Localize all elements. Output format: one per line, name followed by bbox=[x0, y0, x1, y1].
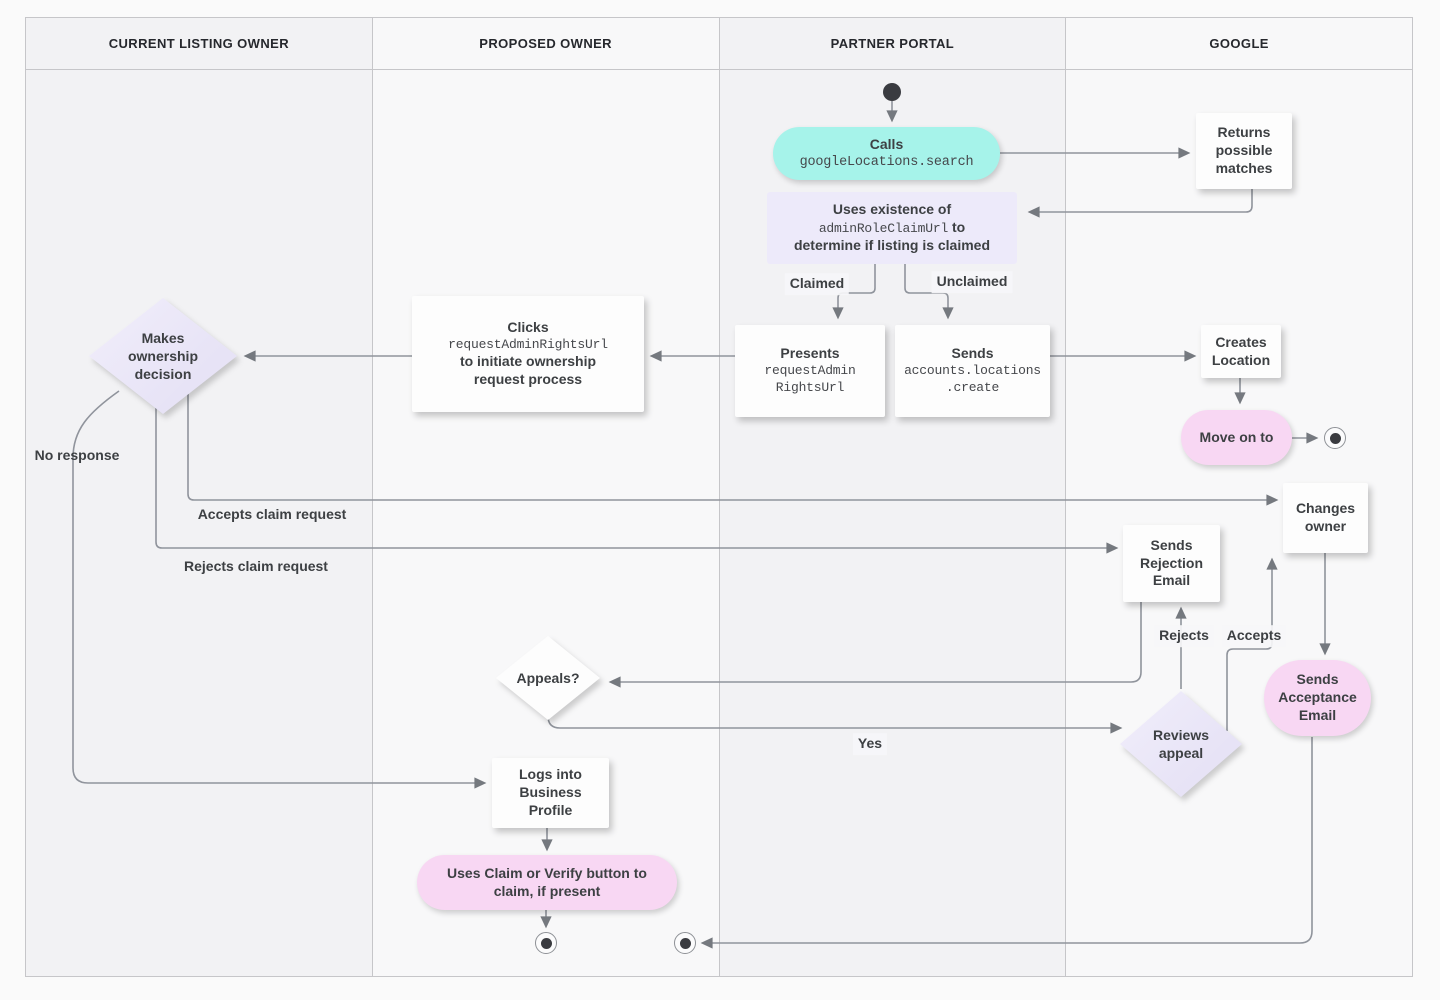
node-uses-existence-adminroleclaimurl: Uses existence of adminRoleClaimUrl to d… bbox=[767, 192, 1017, 264]
lane-header: PROPOSED OWNER bbox=[372, 18, 719, 70]
node-code: requestAdminRightsUrl bbox=[448, 336, 608, 352]
node-sends-rejection-email: Sends Rejection Email bbox=[1123, 525, 1220, 602]
node-text: Logs into Business Profile bbox=[519, 766, 582, 818]
node-title: Calls bbox=[869, 135, 904, 152]
node-code: adminRoleClaimUrl bbox=[818, 220, 949, 236]
node-text-pre: Uses existence of bbox=[832, 200, 952, 217]
decision-makes-ownership-decision: Makes ownership decision bbox=[89, 298, 237, 414]
edge-label-accepts: Accepts bbox=[1221, 625, 1287, 647]
node-title: Presents bbox=[780, 345, 840, 362]
node-code-line: RightsUrl bbox=[775, 379, 845, 395]
node-changes-owner: Changes owner bbox=[1283, 483, 1368, 553]
end-node-proposed-owner bbox=[535, 932, 557, 954]
lane-header: GOOGLE bbox=[1066, 18, 1412, 70]
node-text: Uses Claim or Verify button to claim, if… bbox=[447, 864, 647, 899]
decision-reviews-appeal: Reviews appeal bbox=[1120, 691, 1242, 797]
edge-label-no-response: No response bbox=[34, 447, 120, 464]
node-sends-acceptance-email: Sends Acceptance Email bbox=[1264, 660, 1371, 736]
node-creates-location: Creates Location bbox=[1201, 325, 1281, 378]
node-uses-claim-or-verify-button: Uses Claim or Verify button to claim, if… bbox=[417, 855, 677, 910]
edge-label-rejects: Rejects bbox=[1154, 625, 1214, 647]
node-title: Sends bbox=[951, 345, 994, 362]
edge-label-accepts-claim-request: Accepts claim request bbox=[197, 506, 347, 523]
node-code: googleLocations.search bbox=[799, 154, 974, 170]
node-title: Clicks bbox=[507, 318, 549, 335]
edge-label-unclaimed: Unclaimed bbox=[931, 271, 1013, 293]
node-code-line: .create bbox=[945, 379, 1000, 395]
node-text: Move on to bbox=[1199, 428, 1274, 445]
node-returns-possible-matches: Returns possible matches bbox=[1196, 113, 1292, 189]
decision-appeals: Appeals? bbox=[496, 636, 600, 720]
lane-proposed-owner: PROPOSED OWNER bbox=[372, 18, 720, 976]
node-move-on-to: Move on to bbox=[1181, 410, 1292, 465]
decision-text: Makes ownership decision bbox=[127, 329, 198, 383]
node-text: Creates Location bbox=[1211, 333, 1271, 368]
end-node-partner-portal bbox=[674, 932, 696, 954]
lane-current-listing-owner: CURRENT LISTING OWNER bbox=[26, 18, 373, 976]
node-presents-requestadminrightsurl: Presents requestAdmin RightsUrl bbox=[735, 325, 885, 417]
node-calls-googlelocations-search: Calls googleLocations.search bbox=[773, 127, 1000, 180]
node-text: Sends Acceptance Email bbox=[1278, 671, 1357, 723]
node-text-post: to determine if listing is claimed bbox=[793, 218, 991, 254]
end-node-google bbox=[1324, 427, 1346, 449]
node-code-line: requestAdmin bbox=[764, 363, 856, 379]
node-text-post: to initiate ownership request process bbox=[459, 353, 597, 388]
decision-text: Appeals? bbox=[516, 669, 580, 686]
lane-header: CURRENT LISTING OWNER bbox=[26, 18, 372, 70]
decision-text: Reviews appeal bbox=[1152, 726, 1210, 761]
node-text: Returns possible matches bbox=[1215, 124, 1273, 176]
node-code-line: accounts.locations bbox=[904, 363, 1041, 379]
node-logs-into-business-profile: Logs into Business Profile bbox=[492, 758, 609, 828]
node-text: Sends Rejection Email bbox=[1139, 536, 1203, 589]
edge-label-rejects-claim-request: Rejects claim request bbox=[184, 558, 328, 575]
node-sends-accounts-locations-create: Sends accounts.locations .create bbox=[895, 325, 1050, 417]
start-node bbox=[883, 83, 901, 101]
node-clicks-requestadminrightsurl: Clicks requestAdminRightsUrl to initiate… bbox=[412, 296, 644, 412]
edge-label-yes: Yes bbox=[852, 733, 888, 755]
lane-header: PARTNER PORTAL bbox=[719, 18, 1066, 70]
node-text: Changes owner bbox=[1295, 500, 1356, 534]
edge-label-claimed: Claimed bbox=[784, 273, 850, 295]
